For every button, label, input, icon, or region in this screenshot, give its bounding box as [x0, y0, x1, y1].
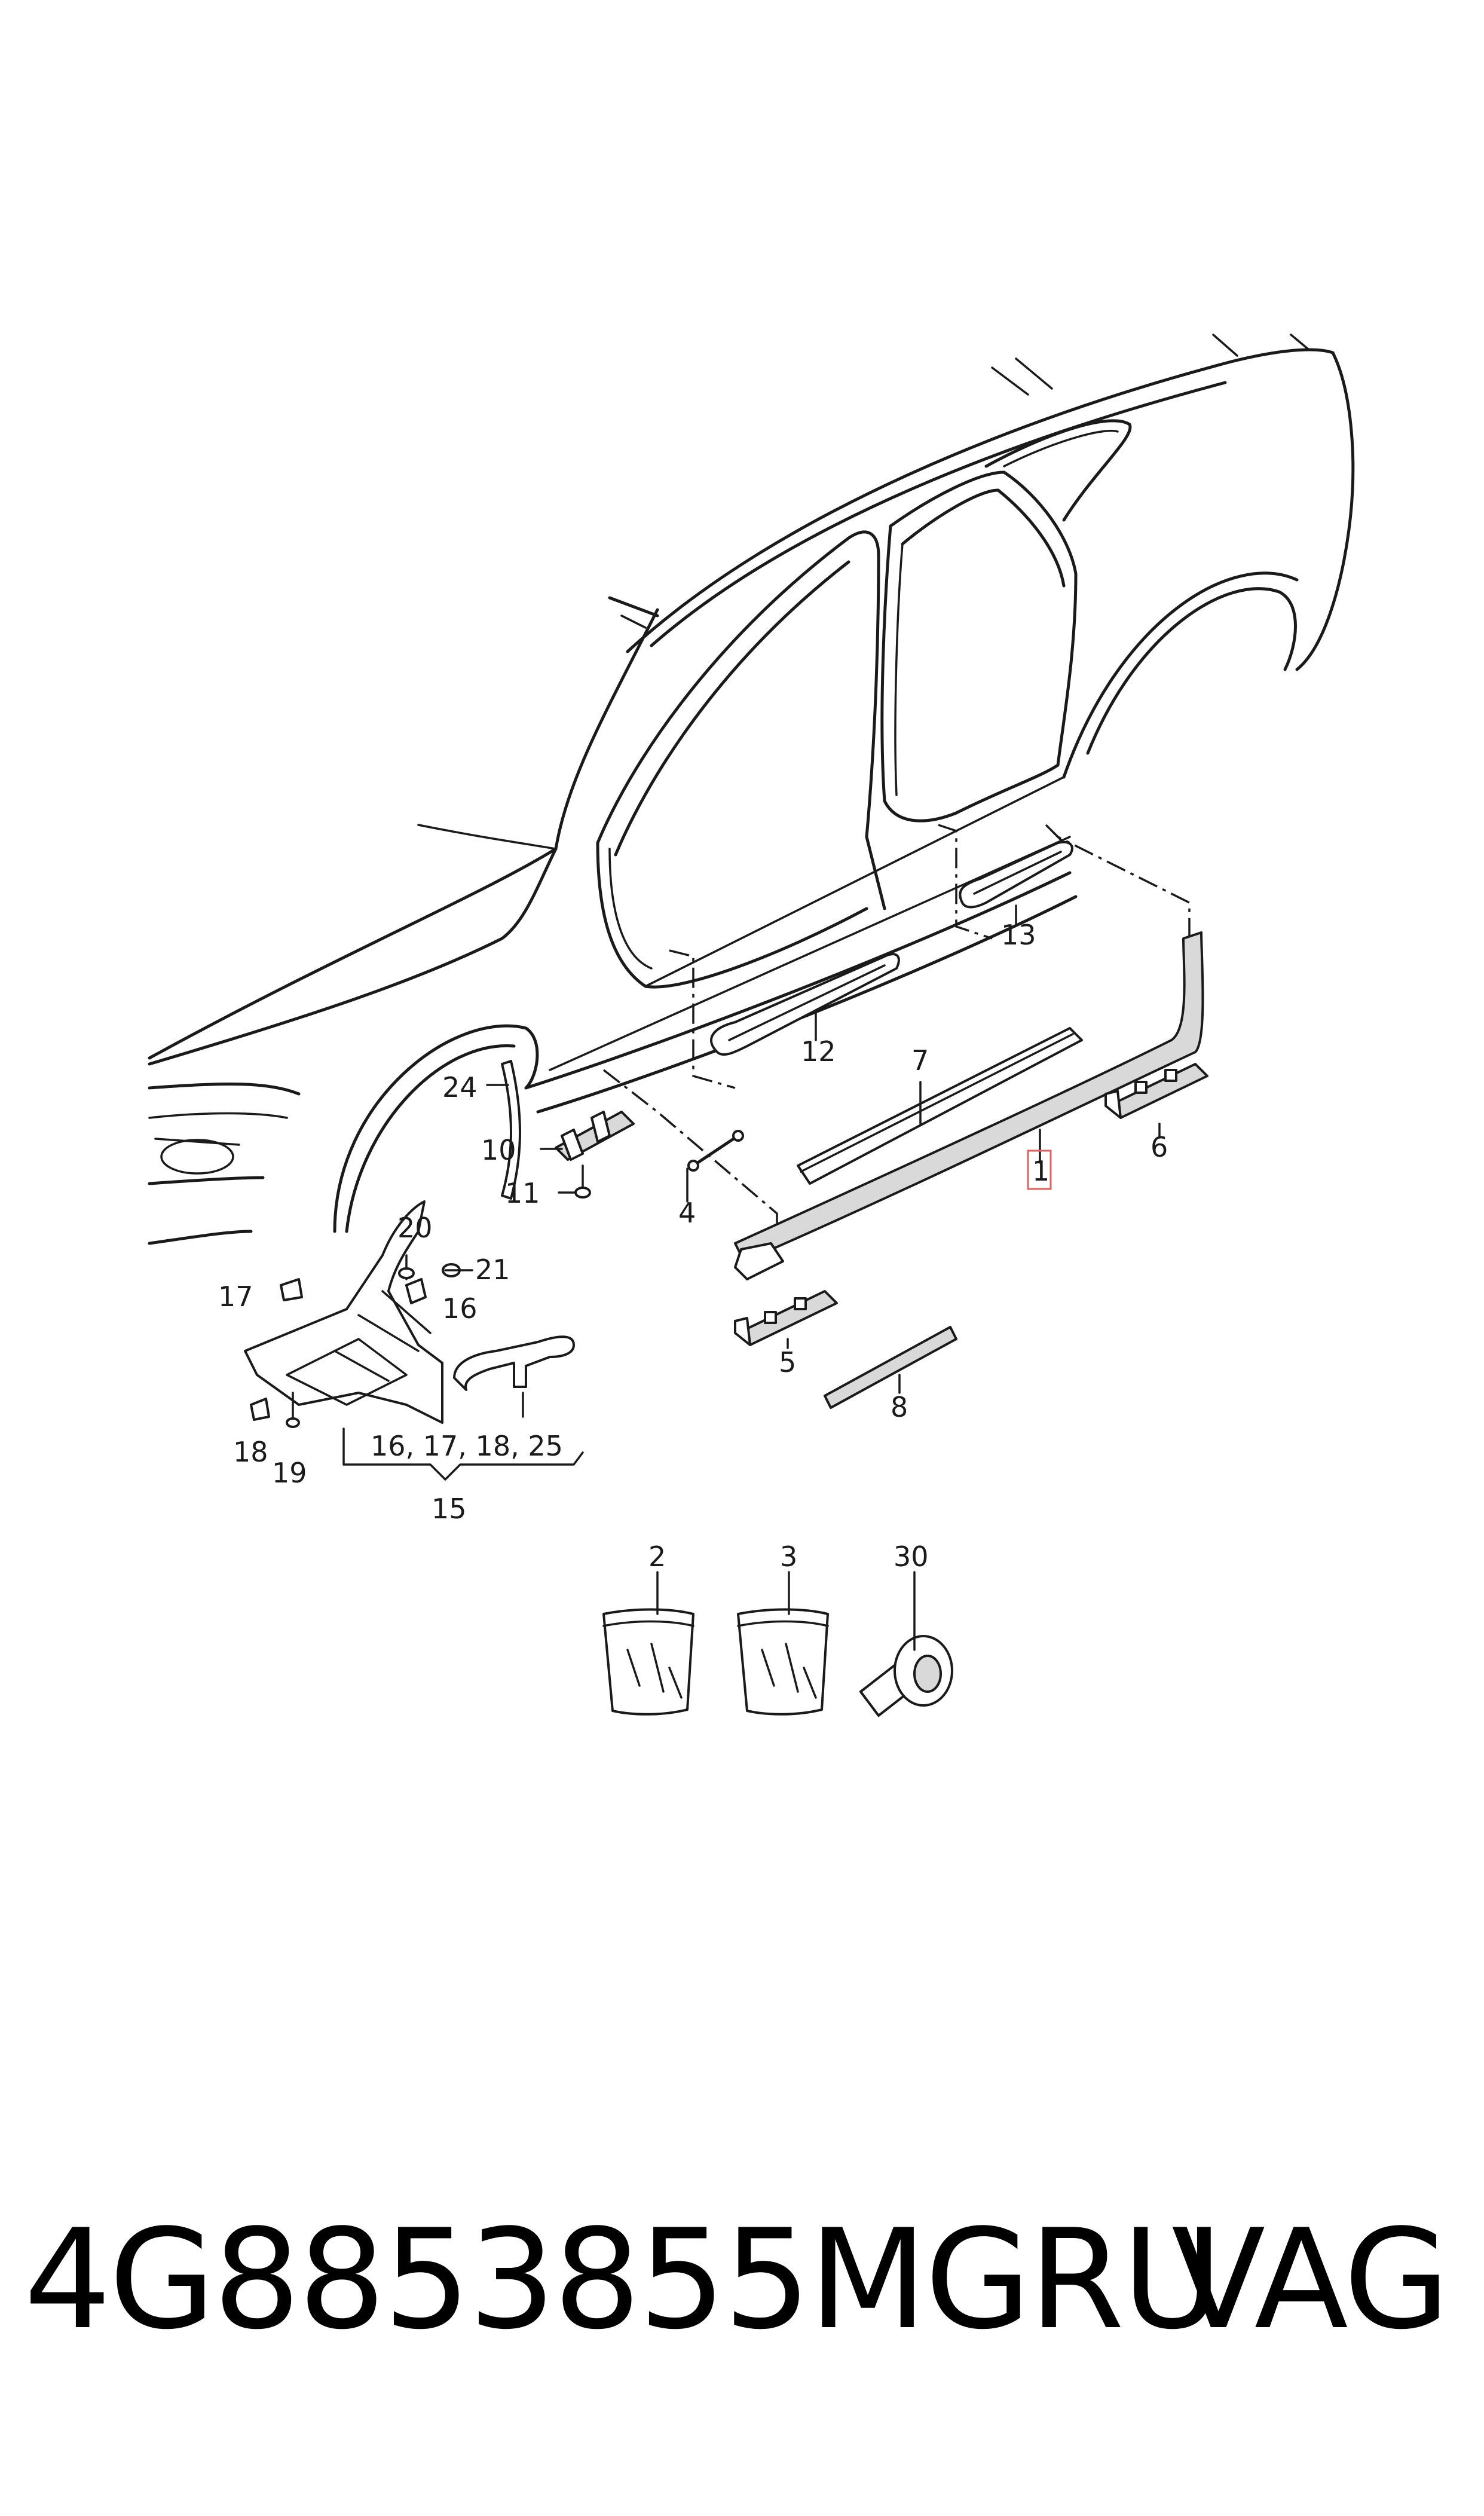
part-tape-roll-30 [859, 1635, 953, 1717]
leader-lines [602, 824, 1191, 1243]
part-arch-trim-24 [501, 1060, 521, 1200]
callout-labels: 1 2 3 4 5 6 7 8 10 11 12 13 15 16, 17, 1… [218, 919, 1168, 1573]
part-seal-25 [453, 1335, 575, 1391]
callout-5: 5 [779, 1346, 796, 1378]
brand-name: VAG [1171, 2200, 1450, 2360]
callout-8: 8 [891, 1391, 908, 1423]
part-rod-4 [687, 1130, 744, 1172]
callout-11: 11 [505, 1177, 540, 1209]
car-body-outline [148, 334, 1355, 1245]
callout-6: 6 [1151, 1131, 1168, 1163]
callout-19: 19 [272, 1457, 307, 1489]
callout-20: 20 [397, 1212, 433, 1244]
part-bracket-5 [734, 1290, 838, 1346]
callout-10: 10 [481, 1134, 516, 1166]
part-pouch-3 [737, 1608, 829, 1716]
part-wheel-liner-15 [244, 1200, 443, 1424]
callout-16: 16 [442, 1292, 478, 1325]
part-entry-plate-13 [959, 840, 1073, 909]
part-number: 4G8853855MGRU [24, 2200, 1223, 2360]
callout-15: 15 [432, 1493, 467, 1525]
callout-18: 18 [233, 1436, 268, 1468]
part-pouch-2 [602, 1608, 694, 1716]
part-strip-7 [797, 1027, 1083, 1185]
part-bracket-6 [1104, 1063, 1208, 1119]
part-entry-plate-12 [710, 953, 900, 1056]
callout-24: 24 [442, 1071, 478, 1103]
part-bracket-10 [555, 1111, 635, 1161]
callout-21: 21 [475, 1254, 510, 1286]
callout-7: 7 [911, 1044, 929, 1077]
part-sill-trim [734, 931, 1204, 1280]
part-tape-8 [824, 1326, 957, 1409]
callout-12: 12 [801, 1035, 836, 1068]
callout-13: 13 [1001, 919, 1036, 951]
footer: 4G8853855MGRU VAG [0, 2212, 1484, 2427]
callout-4: 4 [678, 1197, 696, 1229]
callout-2: 2 [648, 1540, 666, 1573]
part-screw-11 [574, 1164, 591, 1199]
callout-leaders [342, 904, 1161, 1651]
callout-30: 30 [894, 1540, 929, 1573]
callout-1: 1 [1032, 1155, 1049, 1187]
fasteners [250, 1254, 461, 1428]
callout-17: 17 [218, 1280, 253, 1313]
callout-3: 3 [780, 1540, 797, 1573]
callout-1-highlight-box [1027, 1150, 1052, 1190]
callout-15-group: 16, 17, 18, 25 [371, 1430, 563, 1462]
